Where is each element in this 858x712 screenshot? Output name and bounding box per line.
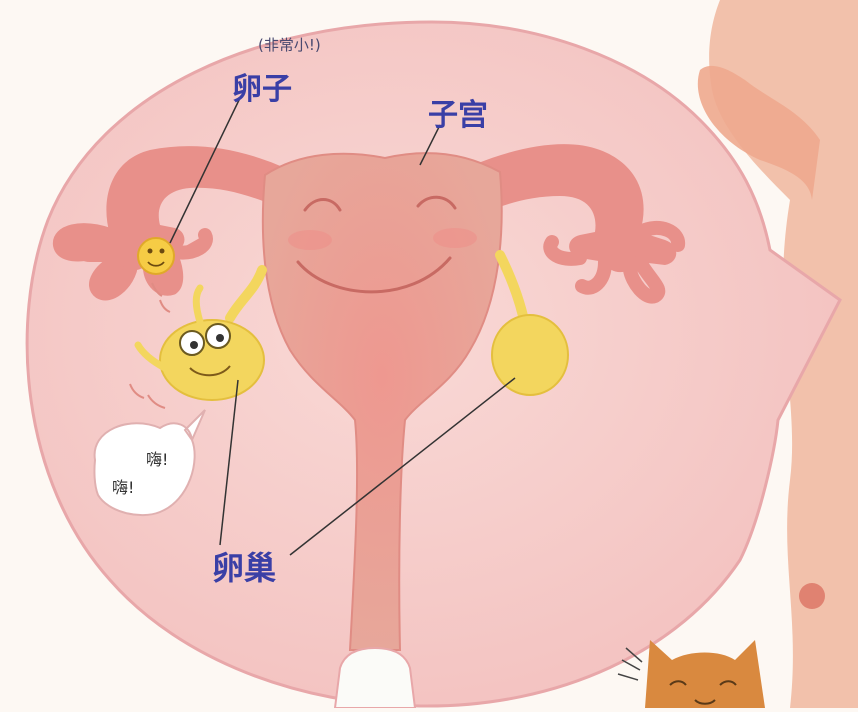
person-navel	[799, 583, 825, 609]
speech-text-2: 嗨!	[112, 474, 134, 498]
right-ovary	[492, 315, 568, 395]
left-ovary-arm-up	[196, 288, 200, 322]
egg-label: 卵子	[232, 64, 292, 108]
egg-cell	[138, 238, 174, 274]
egg-size-note: (非常小!)	[258, 34, 321, 55]
speech-text-1: 嗨!	[146, 446, 168, 470]
ovary-label: 卵巢	[212, 543, 276, 589]
uterus-right-cheek	[433, 228, 477, 248]
uterus-left-cheek	[288, 230, 332, 250]
uterus-label: 子宫	[428, 90, 488, 134]
cervix-opening	[335, 648, 415, 708]
